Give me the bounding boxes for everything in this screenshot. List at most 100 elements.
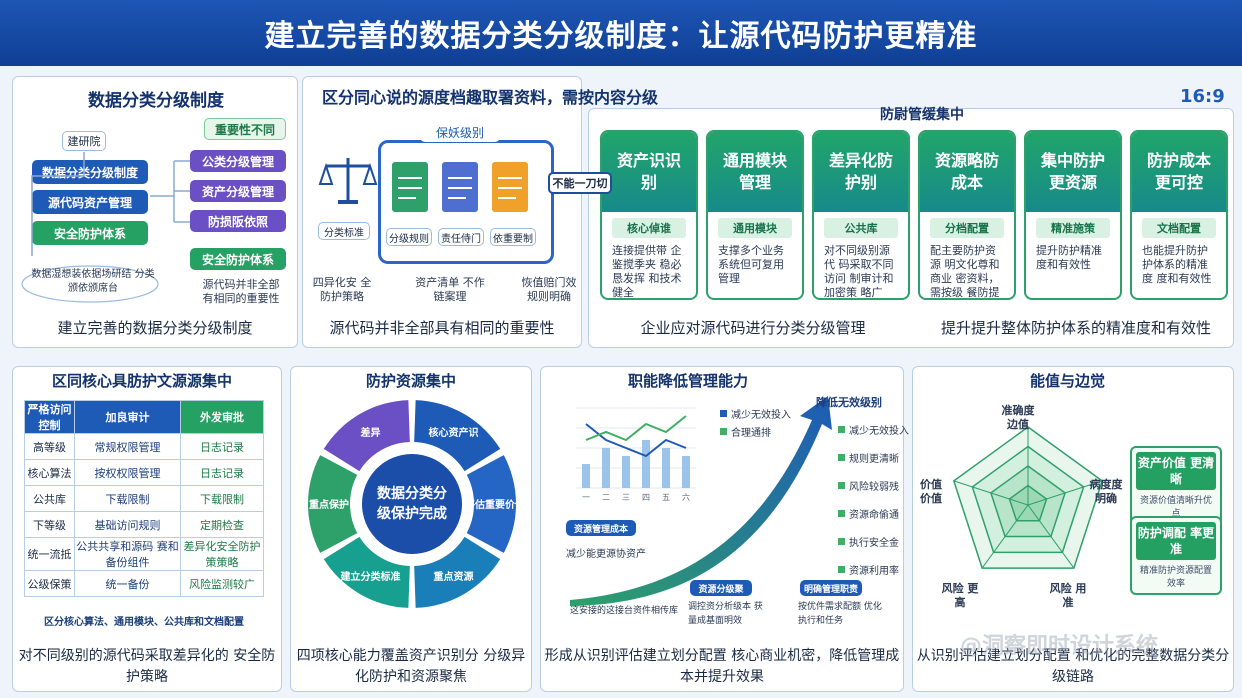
table-cell: 常规权限管理 — [74, 433, 181, 460]
chart-legend-2-label: 合理通排 — [731, 428, 771, 439]
value-card-title: 防护调配 率更准 — [1136, 522, 1216, 560]
cycle-segment-label: 差异 — [361, 426, 381, 439]
radar-spoke — [1027, 504, 1075, 569]
panel1-title: 数据分类分级制度 — [88, 91, 224, 111]
cycle-segment — [466, 455, 516, 553]
value-card-desc: 精准防护资源配置效率 — [1139, 566, 1212, 589]
badge-responsibility: 明确管理职责 — [800, 580, 862, 596]
table-row: 高等级常规权限管理日志记录 — [23, 433, 265, 460]
card-description: 配主要防护资源 明文化尊和商业 密资料，需按级 餐防提升集中 — [930, 244, 1000, 299]
chart-bar — [682, 456, 690, 488]
radar-spoke — [1027, 480, 1103, 506]
table-cell: 按权权限管理 — [74, 459, 181, 486]
benefit-item: 资源命偷通 — [838, 506, 899, 521]
panel5-title: 防护资源集中 — [366, 372, 457, 390]
chart-legend-2: 合理通排 — [720, 424, 771, 439]
matrix-header-3: 外发审批 — [179, 400, 265, 434]
panel2-title: 区分同心说的源度档趣取署资料，需按内容分级 — [322, 88, 659, 107]
badge-resource-cost: 资源管理成本 — [566, 520, 636, 536]
panel1-caption: 建立完善的数据分类分级制度 — [57, 319, 253, 337]
panel6-bottom-note: 这安接的这接台资件相传库 — [570, 606, 679, 616]
table-cell: 日志记录 — [179, 459, 265, 486]
right-item-2: 资产分级管理 — [190, 180, 286, 202]
cycle-segment — [323, 400, 410, 472]
chart-tick-label: 二 — [602, 493, 610, 502]
panel3-header: 防尉管缓集中 — [880, 107, 964, 123]
chart-series-line — [585, 415, 687, 442]
chart-tick-label: 三 — [622, 493, 630, 502]
panel4-caption: 对不同级别的源代码采取差异化的 安全防护策略 — [18, 648, 276, 685]
table-cell: 公级保策 — [23, 570, 76, 597]
frame-label: 保妖级别 — [420, 122, 500, 142]
card-description: 提升防护精准 度和有效性 — [1036, 244, 1102, 271]
card-title: 资产识识别 — [602, 132, 696, 212]
card-subtitle: 核心倬谁 — [612, 218, 686, 238]
table-cell: 统一备份 — [74, 570, 181, 597]
chart-tick-label: 一 — [582, 493, 590, 502]
benefit-item: 减少无效投入 — [838, 422, 909, 437]
scale-label: 分类标准 — [318, 222, 370, 240]
card-subtitle: 文档配置 — [1142, 218, 1216, 238]
card-subtitle: 公共库 — [824, 218, 898, 238]
radar-spoke — [981, 504, 1029, 569]
benefit-item-label: 规则更清晰 — [849, 454, 899, 465]
panel4-title: 区同核心具肪护文源源集中 — [52, 372, 233, 390]
panel4-footer: 区分核心算法、通用模块、公共库和文档配置 — [44, 617, 244, 628]
value-card: 资产价值 更清晰资源价值清晰升优点 — [1130, 446, 1222, 525]
cycle-center: 数据分类分 级保护完成 — [362, 454, 462, 554]
panel1-right-note: 源代码并非全部 有相同的重要性 — [202, 278, 280, 305]
cycle-segment-label: 建立分类标准 — [340, 570, 401, 583]
cycle-segment-label: 核心资产识 — [429, 426, 479, 439]
panel2-bottom-1: 四异化安 全防护策略 — [312, 276, 372, 303]
panel6-caption: 形成从识别评估建立划分配置 核心商业机密，降低管理成本并提升效果 — [544, 648, 900, 685]
cycle-segment-label: 重点资源 — [434, 570, 474, 583]
benefit-item-label: 风险较弱残 — [849, 482, 899, 493]
page-title: 建立完善的数据分类分级制度：让源代码防护更精准 — [264, 19, 978, 54]
benefit-item: 规则更清晰 — [838, 450, 899, 465]
panel-content-grading — [302, 76, 582, 348]
card-subtitle: 通用模块 — [718, 218, 792, 238]
card-title: 资源略防成本 — [920, 132, 1014, 212]
protection-card: 防护成本更可控文档配置也能提升防护 护体系的精准度 度和有效性 — [1130, 130, 1228, 300]
trend-chart: 一二三四五六 — [576, 407, 696, 502]
matrix-header-2: 加良审计 — [74, 400, 181, 434]
value-card-title: 资产价值 更清晰 — [1136, 452, 1216, 490]
card-description: 对不同级别源代 码采取不同访问 制审计和加密策 略广 — [824, 244, 894, 299]
table-cell: 统一流抵 — [23, 537, 76, 571]
panel3-caption-right: 提升提升整体防护体系的精准度和有效性 — [940, 319, 1211, 337]
table-cell: 高等级 — [23, 433, 76, 460]
table-cell: 公共共享和源码 赛和备份组件 — [74, 537, 181, 571]
value-card: 防护调配 率更准精准防护资源配置效率 — [1130, 516, 1222, 595]
panel2-bottom-2: 资产清单 不作链案理 — [415, 276, 485, 303]
cycle-segment — [308, 455, 358, 553]
chart-bar — [602, 448, 610, 488]
cycle-segment-label: 重点保护 — [309, 498, 349, 511]
doc-label-2: 责任侍门 — [438, 228, 484, 246]
access-matrix-table: 严格访问控制 加良审计 外发审批 高等级常规权限管理日志记录核心算法按权权限管理… — [23, 400, 265, 597]
table-cell: 日志记录 — [179, 433, 265, 460]
chart-legend-1: 减少无效投入 — [720, 406, 791, 421]
panel1-bottom-note: 数据湿想装依据场研结 分类颁依颁席台 — [31, 269, 155, 294]
panel7-caption: 从识别评估建立划分配置 和优化的完整数据分类分级链路 — [916, 648, 1230, 685]
radar-axis-1: 准确度 边值 — [1001, 404, 1035, 431]
scale-icon — [318, 158, 378, 204]
table-row: 公级保策统一备份风险监测较广 — [23, 570, 265, 597]
card-title: 通用模块管理 — [708, 132, 802, 212]
benefit-item: 执行安全金 — [838, 534, 899, 549]
benefit-item: 风险较弱残 — [838, 478, 899, 493]
benefit-item-label: 执行安全金 — [849, 538, 899, 549]
doc-label-3: 依重要制 — [490, 228, 536, 246]
arrow-label: 降低无效级别 — [816, 396, 882, 409]
card-description: 也能提升防护 护体系的精准度 度和有效性 — [1142, 244, 1212, 285]
cycle-segment-label: 评估重要价值 — [465, 498, 522, 511]
right-item-3: 防损阪依照 — [190, 210, 286, 232]
benefit-item-label: 资源利用率 — [849, 566, 899, 577]
panel1-connectors — [21, 152, 190, 303]
radar-spoke — [953, 480, 1029, 506]
table-row: 统一流抵公共共享和源码 赛和备份组件差异化安全防护 策策略 — [23, 537, 265, 571]
table-cell: 核心算法 — [23, 459, 76, 486]
radar-axis-4: 风险 更高 — [941, 582, 979, 609]
left-item-3: 安全防护体系 — [32, 221, 148, 245]
